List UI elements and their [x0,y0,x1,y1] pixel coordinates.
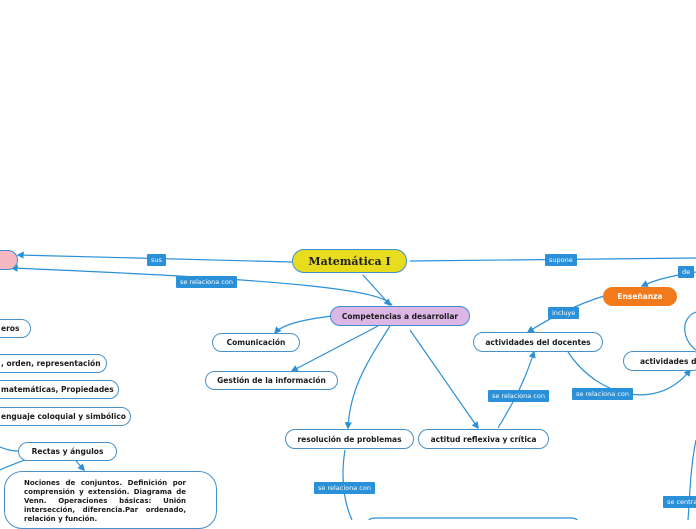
node-gestion[interactable]: Gestión de la información [205,371,338,390]
link-comp-comunicacion [274,315,333,335]
root-node-matematica[interactable]: Matemática I [292,249,407,273]
link-rectas-left [0,446,19,452]
link-label-se-relaciona-top: se relaciona con [176,276,237,288]
actividades-de-label: actividades de [640,356,696,366]
node-nociones[interactable]: Nociones de conjuntos. Definición por co… [4,471,217,529]
node-left-matematicas[interactable]: matemáticas, Propiedades [0,380,119,399]
link-label-se-centra: se centra [663,496,696,508]
link-label-sus: sus [147,254,166,266]
comunicacion-label: Comunicación [226,338,286,347]
node-ensenanza[interactable]: Enseñanza [603,287,677,306]
link-label-se-relaciona-right: se relaciona con [572,388,633,400]
node-resolucion[interactable]: resolución de problemas [285,429,414,449]
left-orden-label: , orden, representación [1,359,101,368]
bottom-node-edge [368,517,579,520]
link-label-incluye: incluye [548,307,580,319]
node-actividades-docentes[interactable]: actividades del docentes [473,332,603,352]
link-root-relaciona [10,264,393,306]
left-lenguaje-label: enguaje coloquial y simbólico [1,412,126,421]
node-left-lenguaje[interactable]: enguaje coloquial y simbólico [0,407,131,426]
node-competencias[interactable]: Competencias a desarrollar [330,306,470,326]
link-rectas-nociones [75,460,85,472]
node-comunicacion[interactable]: Comunicación [212,333,300,352]
link-label-se-relaciona-mid: se relaciona con [488,390,549,402]
link-comp-gestion [290,325,379,372]
left-eros-label: eros [1,324,20,333]
link-label-de: de [678,266,695,278]
competencias-label: Competencias a desarrollar [341,311,459,321]
node-rectas[interactable]: Rectas y ángulos [18,442,117,461]
link-comp-actitud [409,329,479,430]
link-root-competencias [362,274,391,307]
actividades-docentes-label: actividades del docentes [485,337,591,347]
gestion-label: Gestión de la información [217,376,326,385]
rectas-label: Rectas y ángulos [31,447,104,456]
ensenanza-label: Enseñanza [617,292,663,301]
root-label: Matemática I [308,254,391,268]
link-label-se-relaciona-bottom: se relaciona con [314,482,375,494]
nociones-label: Nociones de conjuntos. Definición por co… [24,479,186,523]
link-label-supone: supone [545,254,577,266]
actitud-label: actitud reflexiva y crítica [430,434,537,444]
link-loop-right [684,311,696,351]
node-left-pink[interactable]: eros [0,250,18,270]
node-left-eros[interactable]: eros [0,319,31,338]
node-actividades-de[interactable]: actividades de [623,351,696,371]
left-matematicas-label: matemáticas, Propiedades [1,385,114,394]
resolucion-label: resolución de problemas [297,434,402,444]
link-se-centra [687,439,696,520]
node-left-orden[interactable]: , orden, representación [0,354,107,373]
link-comp-resolucion [344,325,391,430]
node-actitud[interactable]: actitud reflexiva y crítica [418,429,549,449]
